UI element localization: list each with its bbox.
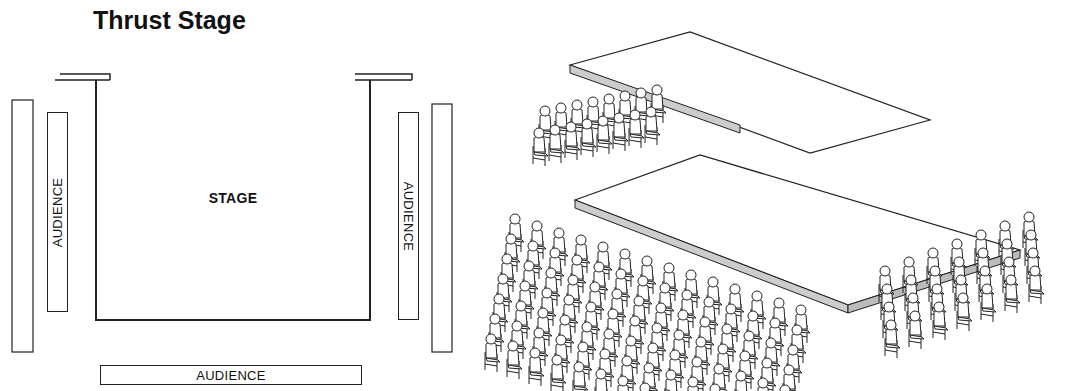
- outer-audience-bar: [432, 104, 452, 352]
- stage-label: STAGE: [209, 190, 258, 206]
- audience-band: AUDIENCE: [100, 365, 362, 385]
- stage-area: STAGE: [95, 80, 371, 321]
- diagram-title: Thrust Stage: [93, 6, 246, 35]
- audience-label: AUDIENCE: [401, 181, 416, 251]
- audience-label: AUDIENCE: [196, 368, 266, 383]
- audience-label: AUDIENCE: [50, 177, 65, 247]
- audience-seats: [485, 85, 1044, 391]
- proscenium-cap: [55, 74, 412, 80]
- isometric-stage: [570, 32, 1020, 313]
- audience-band: AUDIENCE: [47, 112, 68, 312]
- audience-band: AUDIENCE: [398, 112, 419, 320]
- outer-audience-bar: [12, 100, 33, 352]
